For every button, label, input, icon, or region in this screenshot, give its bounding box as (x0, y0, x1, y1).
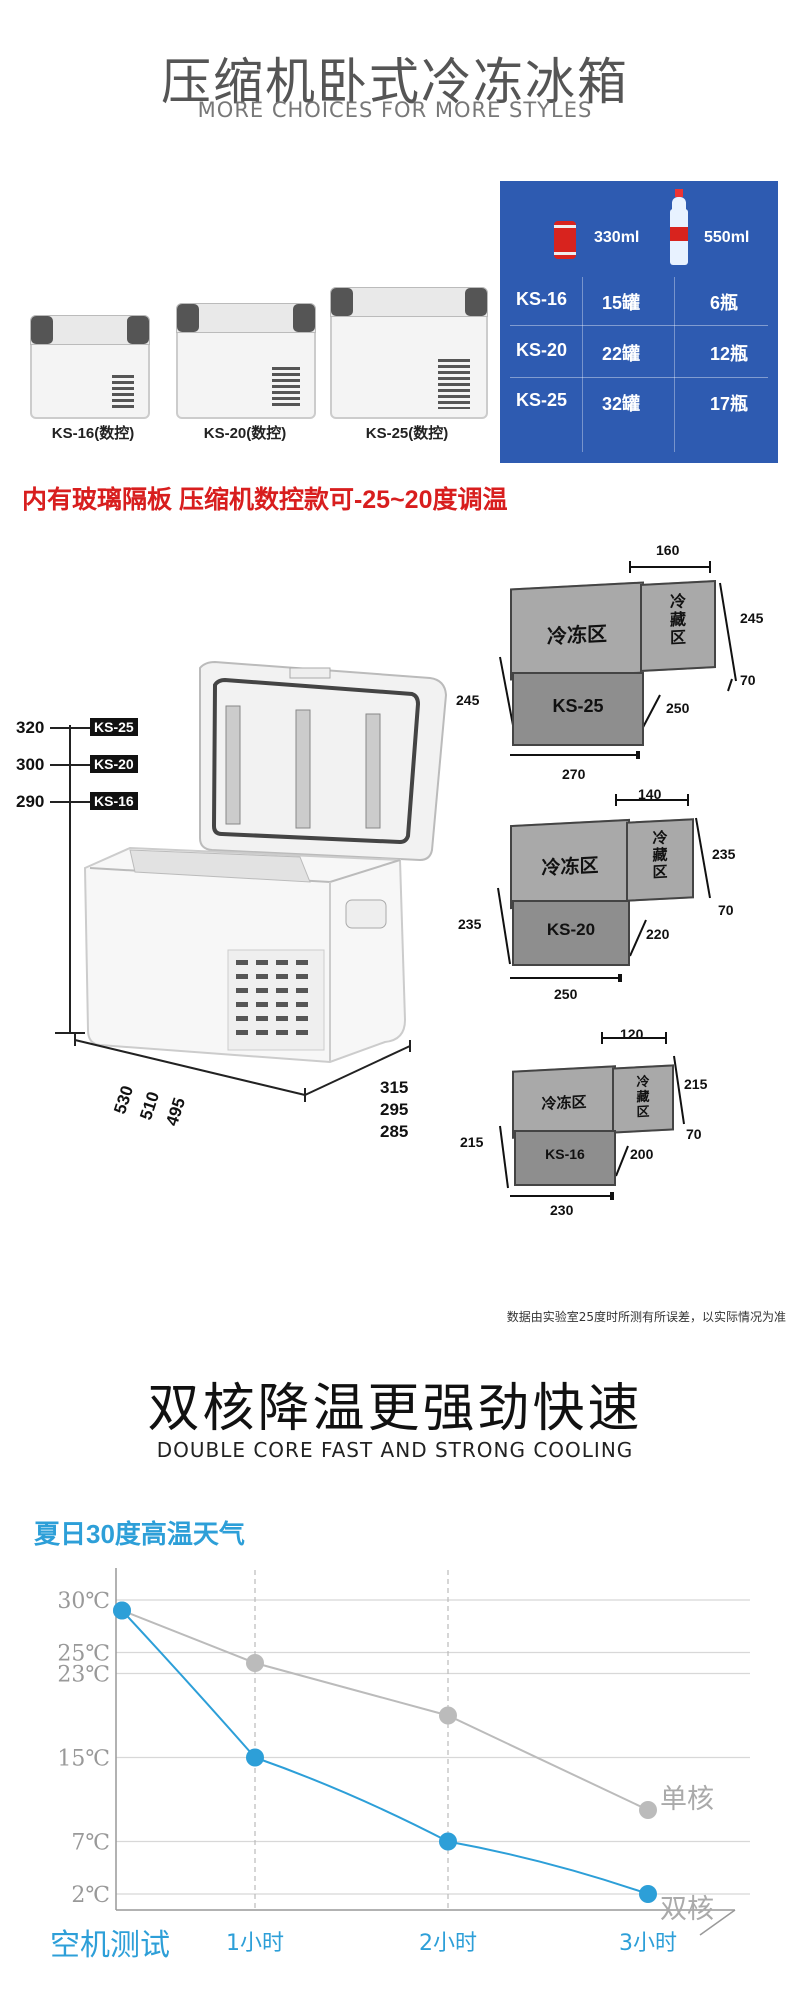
series-line (121, 1609, 649, 1811)
dim-inner-depth: 200 (630, 1146, 654, 1162)
interior-model-label: KS-16 (545, 1146, 585, 1162)
x-tick-label: 空机测试 (50, 1928, 170, 1963)
series-name-label: 单核 (660, 1784, 714, 1815)
dim-top: 160 (656, 542, 680, 558)
dim-side: 245 (740, 610, 764, 626)
dim-step: 70 (686, 1126, 702, 1142)
product-label: KS-16(数控) (51, 425, 135, 442)
capacity-table: 330ml 550ml KS-16 15罐 6瓶 KS-20 22罐 12瓶 K… (500, 181, 778, 463)
x-tick-label: 3小时 (619, 1931, 677, 1956)
height-value: 300 (16, 755, 45, 774)
product-label: KS-25(数控) (365, 425, 449, 442)
cooling-subtitle: DOUBLE CORE FAST AND STRONG COOLING (156, 1438, 634, 1462)
dim-left: 215 (460, 1134, 484, 1150)
data-point (639, 1801, 657, 1819)
interior-dimension-lines (499, 1032, 685, 1200)
series-line (121, 1609, 649, 1895)
dim-left: 245 (456, 692, 480, 708)
height-value: 320 (16, 718, 45, 737)
freeze-zone-label: 冷冻区 (541, 1093, 587, 1114)
height-value: 290 (16, 792, 45, 811)
data-point (246, 1748, 264, 1767)
dim-bottom: 230 (550, 1202, 574, 1218)
data-point (246, 1654, 264, 1672)
freeze-zone-label: 冷冻区 (547, 623, 607, 649)
y-tick-label: 2℃ (71, 1883, 110, 1908)
chill-zone-label: 冷藏区 (652, 829, 668, 882)
water-bottle-icon (670, 189, 688, 265)
disclaimer-note: 数据由实验室25度时所测有所误差，以实际情况为准 (506, 1310, 786, 1324)
y-tick-label: 30℃ (57, 1589, 110, 1614)
page-title: 压缩机卧式冷冻冰箱 (161, 53, 629, 111)
freeze-zone-label: 冷冻区 (541, 855, 599, 880)
dim-bottom: 270 (562, 766, 586, 782)
depth-value: 315 (380, 1078, 409, 1097)
y-tick-label: 23℃ (57, 1663, 110, 1688)
dim-step: 70 (740, 672, 756, 688)
y-tick-label: 15℃ (57, 1747, 110, 1772)
data-point (439, 1832, 457, 1851)
interior-dimension-lines (497, 794, 711, 982)
depth-value: 285 (380, 1122, 409, 1141)
y-tick-label: 7℃ (71, 1831, 110, 1856)
feature-highlight: 内有玻璃隔板 压缩机数控款可-25~20度调温 (22, 486, 508, 514)
height-model-tag: KS-16 (90, 792, 138, 810)
chill-zone-label: 冷藏区 (669, 593, 686, 648)
cola-can-icon (554, 221, 576, 259)
data-point (639, 1885, 657, 1903)
x-tick-label: 2小时 (419, 1931, 477, 1956)
dim-left: 235 (458, 916, 482, 932)
dim-step: 70 (718, 902, 734, 918)
y-tick-label: 25℃ (57, 1642, 110, 1667)
height-model-tag: KS-25 (90, 718, 138, 736)
product-label: KS-20(数控) (203, 425, 287, 442)
dim-inner-depth: 220 (646, 926, 670, 942)
x-tick-label: 1小时 (226, 1931, 284, 1956)
chart-title: 夏日30度高温天气 (34, 1519, 245, 1549)
height-model-tag: KS-20 (90, 755, 138, 773)
dim-top: 140 (638, 786, 662, 802)
dim-inner-depth: 250 (666, 700, 690, 716)
series-name-label: 双核 (660, 1894, 714, 1925)
chill-zone-label: 冷藏区 (636, 1073, 650, 1120)
can-volume: 330ml (594, 229, 640, 246)
dim-bottom: 250 (554, 986, 578, 1002)
open-fridge-illustration (50, 660, 448, 1102)
interior-model-label: KS-20 (546, 920, 596, 939)
bottle-volume: 550ml (704, 229, 750, 246)
page-subtitle: MORE CHOICES FOR MORE STYLES (197, 98, 593, 122)
dim-side: 215 (684, 1076, 708, 1092)
depth-value: 295 (380, 1100, 409, 1119)
data-point (439, 1706, 457, 1725)
dim-side: 235 (712, 846, 736, 862)
cooling-title: 双核降温更强劲快速 (147, 1379, 643, 1439)
interior-model-label: KS-25 (552, 696, 604, 716)
dim-top: 120 (620, 1026, 644, 1042)
data-point (113, 1601, 131, 1620)
